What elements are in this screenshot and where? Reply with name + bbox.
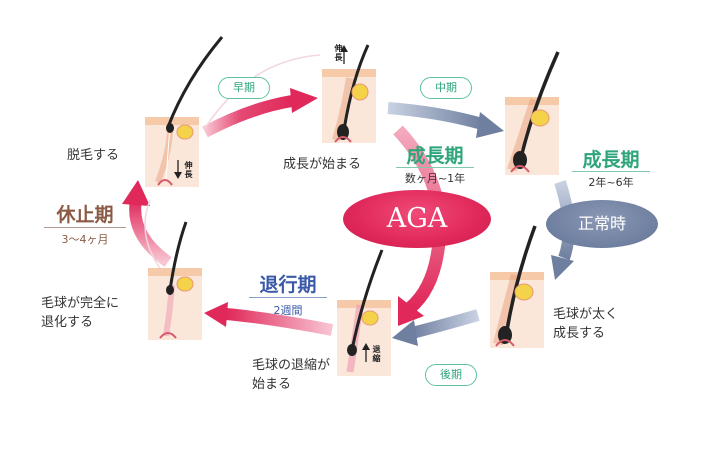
arrow-regressed-to-rest xyxy=(122,180,172,267)
follicle-panel-early xyxy=(322,44,376,143)
caption-regression-line1: 毛球の退縮が xyxy=(252,358,331,373)
elongation-arrow-shedding xyxy=(174,160,182,179)
follicle-panel-shedding xyxy=(145,36,224,187)
follicle-panel-growth xyxy=(505,51,560,175)
badge-middle: 中期 xyxy=(420,77,472,99)
phase-title-regression: 退行期 xyxy=(259,274,317,296)
arrow-regression-to-regressed xyxy=(204,302,334,336)
badge-late: 後期 xyxy=(425,364,477,386)
caption-regressed-line2: 退化する xyxy=(41,315,94,330)
phase-rule-growth-aga xyxy=(396,167,474,168)
phase-title-growth-aga: 成長期 xyxy=(406,145,464,167)
caption-regression-line2: 始まる xyxy=(252,377,292,392)
phase-rule-growth-normal xyxy=(572,171,650,172)
shrink-arrow-regression xyxy=(362,343,370,362)
phase-rule-regression xyxy=(249,297,327,298)
caption-late-line2: 成長する xyxy=(553,326,606,341)
elongation-arrow-early xyxy=(340,45,348,64)
caption-early: 成長が始まる xyxy=(283,157,362,172)
aga-ellipse: AGA xyxy=(343,190,491,248)
loop-hint-top xyxy=(204,54,321,129)
arrow-early-to-middle xyxy=(387,102,504,138)
phase-sub-regression: 2週間 xyxy=(273,304,303,317)
phase-title-growth-normal: 成長期 xyxy=(582,149,640,171)
follicle-panel-late xyxy=(490,225,544,348)
phase-sub-growth-aga: 数ヶ月~1年 xyxy=(404,172,466,185)
normal-ellipse: 正常時 xyxy=(546,200,658,248)
shrink-label-regression: 退縮 xyxy=(372,345,381,363)
arrow-shedding-to-early xyxy=(202,88,318,138)
phase-title-rest: 休止期 xyxy=(56,204,114,226)
phase-sub-growth-normal: 2年~6年 xyxy=(588,176,634,189)
caption-regressed-line1: 毛球が完全に xyxy=(41,296,120,311)
arrow-late-to-regression xyxy=(392,309,480,346)
caption-shedding: 脱毛する xyxy=(67,148,120,163)
elongation-label-shedding: 伸長 xyxy=(184,161,193,179)
caption-late-line1: 毛球が太く xyxy=(553,307,619,322)
badge-early: 早期 xyxy=(218,77,270,99)
elongation-label-early: 伸長 xyxy=(334,44,343,62)
follicle-panel-regression xyxy=(337,249,391,376)
phase-sub-rest: 3～4ヶ月 xyxy=(61,233,109,246)
follicle-panel-regressed xyxy=(148,221,202,340)
phase-rule-rest xyxy=(44,227,126,228)
